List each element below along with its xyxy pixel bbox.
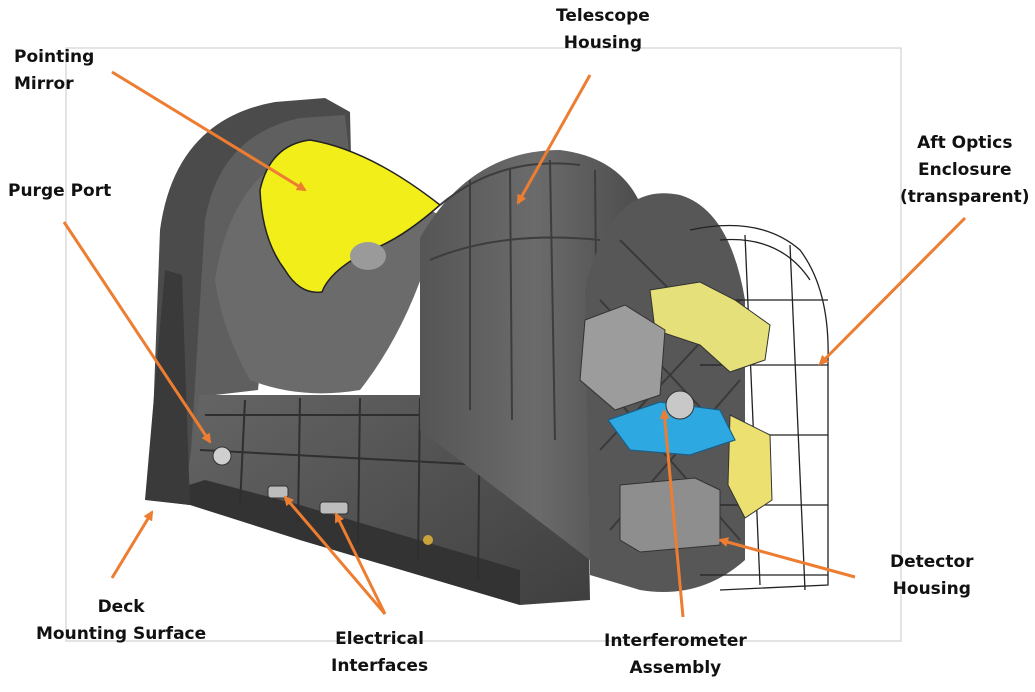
electrical-line-1: Electrical [335, 629, 424, 649]
pointing-mirror-label: Pointing Mirror [14, 44, 94, 98]
figure-border [65, 47, 902, 642]
aft-optics-line-2: Enclosure [918, 160, 1012, 180]
pointing-mirror-line-2: Mirror [14, 74, 74, 94]
telescope-housing-label: Telescope Housing [556, 3, 650, 57]
detector-arrow [718, 537, 856, 579]
callout-arrows [62, 70, 967, 618]
interferometer-line-1: Interferometer [604, 631, 747, 651]
deck-line-2: Mounting Surface [36, 624, 207, 644]
purge-port-arrow [62, 221, 212, 444]
telescope-housing-line-2: Housing [563, 33, 643, 53]
purge-port-label: Purge Port [8, 178, 111, 205]
interferometer-arrow [659, 409, 685, 618]
telescope-housing-arrow [516, 74, 592, 205]
deck-arrow [110, 510, 154, 579]
detector-line-2: Housing [892, 579, 971, 599]
interferometer-label: Interferometer Assembly [604, 628, 747, 682]
pointing-mirror-line-1: Pointing [14, 47, 95, 67]
detector-line-1: Detector [890, 552, 974, 572]
detector-housing-label: Detector Housing [890, 549, 974, 603]
interferometer-line-2: Assembly [629, 658, 722, 678]
electrical-arrow-1 [283, 495, 387, 615]
aft-optics-label: Aft Optics Enclosure (transparent) [900, 130, 1030, 211]
aft-optics-line-1: Aft Optics [917, 133, 1013, 153]
deck-label: Deck Mounting Surface [36, 594, 206, 648]
aft-optics-arrow [818, 216, 967, 366]
deck-line-1: Deck [97, 597, 145, 617]
telescope-housing-line-1: Telescope [556, 6, 650, 26]
electrical-interfaces-label: Electrical Interfaces [331, 626, 428, 680]
electrical-line-2: Interfaces [331, 656, 429, 676]
instrument-body [145, 98, 829, 605]
aft-optics-line-3: (transparent) [900, 187, 1030, 207]
purge-port-line-1: Purge Port [8, 181, 112, 201]
pointing-mirror-arrow [111, 70, 307, 192]
electrical-arrow-2 [334, 512, 387, 615]
